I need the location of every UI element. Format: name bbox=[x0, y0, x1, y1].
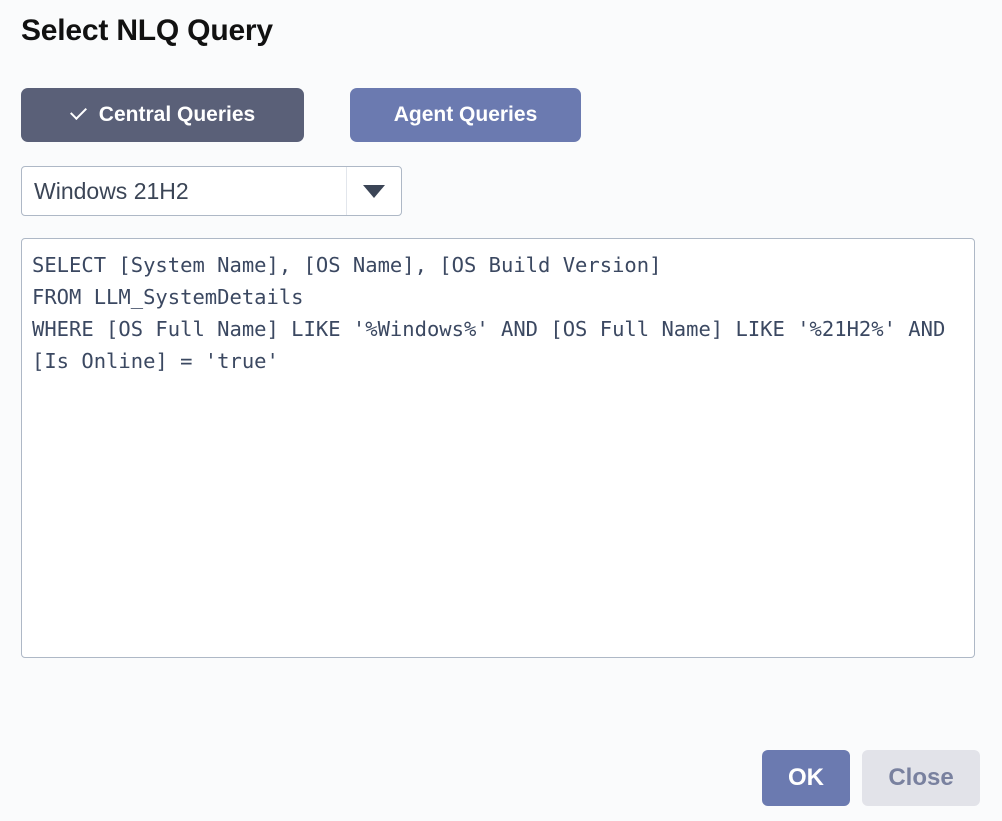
query-editor[interactable]: SELECT [System Name], [OS Name], [OS Bui… bbox=[21, 238, 975, 658]
query-select-value: Windows 21H2 bbox=[34, 177, 189, 204]
tab-central-queries[interactable]: Central Queries bbox=[21, 88, 304, 142]
ok-button[interactable]: OK bbox=[762, 750, 850, 806]
chevron-down-glyph bbox=[363, 184, 385, 198]
check-icon bbox=[70, 106, 88, 124]
close-button[interactable]: Close bbox=[862, 750, 980, 806]
tab-agent-queries[interactable]: Agent Queries bbox=[350, 88, 581, 142]
chevron-down-icon[interactable] bbox=[346, 167, 401, 215]
query-source-tabs: Central Queries Agent Queries bbox=[21, 88, 581, 142]
dialog-footer: OK Close bbox=[762, 750, 980, 806]
tab-agent-queries-label: Agent Queries bbox=[393, 103, 538, 126]
page-title: Select NLQ Query bbox=[21, 14, 273, 47]
query-select-dropdown[interactable]: Windows 21H2 bbox=[21, 166, 402, 216]
query-editor-text: SELECT [System Name], [OS Name], [OS Bui… bbox=[32, 253, 946, 373]
tab-central-queries-label: Central Queries bbox=[98, 103, 256, 126]
